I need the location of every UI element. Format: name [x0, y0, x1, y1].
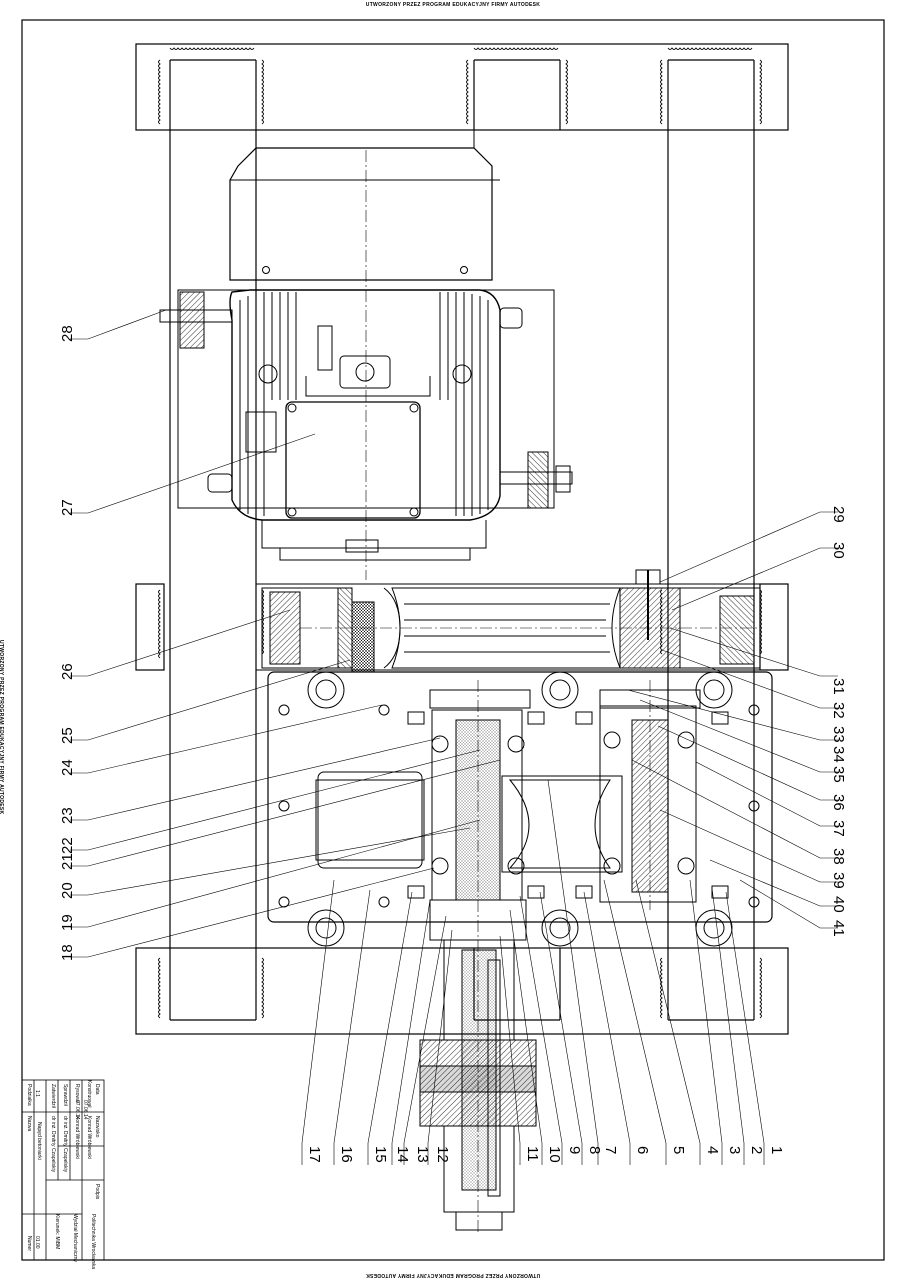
output-shaft: [419, 899, 537, 1231]
callout-41: 41: [830, 920, 847, 937]
callout-26: 26: [59, 663, 76, 680]
callouts-left: 28 27 26 25 24 23 22 21 20 19 18: [59, 325, 76, 961]
tb-col-nazwisko: Nazwisko: [94, 1116, 100, 1138]
tb-scale: 1:1: [34, 1090, 40, 1097]
callout-25: 25: [59, 727, 76, 744]
callout-7: 7: [602, 1146, 619, 1154]
callout-3: 3: [726, 1146, 743, 1154]
callout-29: 29: [830, 506, 847, 523]
callout-20: 20: [59, 882, 76, 899]
base-frame: [135, 43, 789, 1035]
callout-14: 14: [394, 1146, 411, 1163]
callout-8: 8: [586, 1146, 603, 1154]
callout-11: 11: [524, 1146, 541, 1162]
callout-15: 15: [372, 1146, 389, 1163]
electric-motor: [159, 129, 573, 580]
tb-row4-label: Zatwierdził: [50, 1084, 56, 1109]
title-block: [21, 1079, 105, 1261]
callout-35: 35: [830, 766, 847, 783]
tb-institution-1: Politechnika Wrocławska: [90, 1214, 96, 1269]
callouts-right: 29 30 31 32 33 34 35 36 37 38 39 40 41: [830, 506, 847, 937]
callout-34: 34: [830, 746, 847, 763]
tb-sheet-label: Numer: [26, 1236, 32, 1251]
leader-lines: [70, 309, 838, 1165]
sheet-frame: [21, 19, 885, 1261]
callout-6: 6: [634, 1146, 651, 1154]
watermark-top: UTWORZONY PRZEZ PROGRAM EDUKACYJNY FIRMY…: [365, 2, 541, 8]
callout-1: 1: [768, 1146, 785, 1154]
callout-27: 27: [59, 499, 76, 516]
callout-17: 17: [306, 1146, 323, 1163]
callout-9: 9: [566, 1146, 583, 1154]
tb-col-podpis: Podpis: [94, 1184, 100, 1200]
tb-institution-2: Wydział Mechaniczny: [72, 1214, 78, 1263]
callout-39: 39: [830, 872, 847, 889]
pulley-assembly: [255, 569, 761, 673]
callout-36: 36: [830, 794, 847, 811]
callouts-bottom: 17 16 15 14 13 12 11 10 9 8 7 6 5 4 3 2 …: [306, 1146, 785, 1163]
callout-16: 16: [338, 1146, 355, 1163]
callout-18: 18: [59, 944, 76, 961]
callout-30: 30: [830, 542, 847, 559]
callout-33: 33: [830, 726, 847, 743]
tb-row3-label: Sprawdził: [62, 1084, 68, 1107]
tb-col-data: Data: [94, 1084, 100, 1095]
tb-row2-name: Konrad Wróblewski: [74, 1116, 80, 1159]
tb-name: Napęd betoniarki: [36, 1122, 42, 1160]
callout-24: 24: [59, 759, 76, 776]
tb-row2-label: Rysował: [74, 1084, 80, 1104]
tb-row2-date: 07.06.14: [74, 1100, 80, 1120]
callout-19: 19: [59, 914, 76, 931]
callout-28: 28: [59, 325, 76, 342]
callout-38: 38: [830, 848, 847, 865]
callout-5: 5: [670, 1146, 687, 1154]
title-block-text: Data Nazwisko Podpis Konstruował 07.06.1…: [26, 1080, 100, 1269]
callout-2: 2: [748, 1146, 765, 1154]
callout-32: 32: [830, 702, 847, 719]
tb-row3-name: dr inż. Dmitriy Czapelskiy: [62, 1116, 68, 1173]
tb-row4-name: dr inż. Dmitriy Czapelskiy: [50, 1116, 56, 1173]
callout-23: 23: [59, 807, 76, 824]
callout-4: 4: [704, 1146, 721, 1154]
tb-row1-name: Konrad Wróblewski: [86, 1116, 92, 1159]
tb-name-label: Nazwa: [26, 1116, 32, 1132]
callout-37: 37: [830, 820, 847, 837]
tb-row1-label: Konstruował: [86, 1080, 92, 1108]
tb-institution-3: Kierunek: MiBM: [54, 1214, 60, 1249]
weld-marks: [158, 47, 762, 1019]
callout-22: 22: [59, 837, 76, 854]
callout-40: 40: [830, 896, 847, 913]
tb-scale-label: Podziałka: [26, 1084, 32, 1106]
callout-12: 12: [434, 1146, 451, 1163]
callout-21: 21: [59, 853, 76, 870]
callout-10: 10: [546, 1146, 563, 1163]
tb-sheet: 01.00: [34, 1236, 40, 1249]
callout-13: 13: [414, 1146, 431, 1163]
tb-row1-date: 07.06.14: [82, 1100, 88, 1120]
callout-31: 31: [830, 678, 847, 695]
